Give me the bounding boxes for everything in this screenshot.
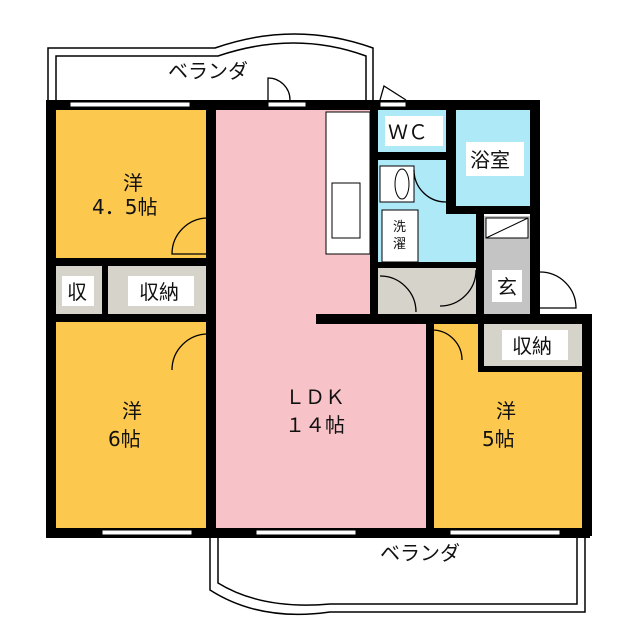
western-4-5-type: 洋 xyxy=(123,171,143,195)
storage-left-label: 収納 xyxy=(139,280,179,304)
western-6-size: 6帖 xyxy=(108,427,141,451)
western-5-type: 洋 xyxy=(496,399,516,423)
laundry-space xyxy=(381,209,419,263)
storage-right-label: 収納 xyxy=(512,334,552,358)
balcony-bottom xyxy=(209,535,586,616)
entrance-label: 玄 xyxy=(497,275,517,299)
kitchen-sink xyxy=(331,182,361,239)
wc-label: ＷＣ xyxy=(388,120,428,144)
laundry-label-1: 洗 xyxy=(393,220,406,235)
room-western-4-5 xyxy=(52,108,214,264)
western-6-type: 洋 xyxy=(122,399,142,423)
storage-small-label: 収 xyxy=(67,280,87,304)
balcony-bottom-label: ベランダ xyxy=(380,541,460,565)
shoe-cabinet xyxy=(485,217,529,239)
windows xyxy=(69,101,561,536)
western-5-size: 5帖 xyxy=(482,427,515,451)
basin-bowl xyxy=(394,168,410,200)
ldk-size: １４帖 xyxy=(285,413,345,437)
balcony-top xyxy=(47,33,374,100)
hallway xyxy=(374,266,482,316)
balcony-top-label: ベランダ xyxy=(168,59,248,83)
bath-label: 浴室 xyxy=(470,148,510,172)
room-western-6 xyxy=(52,318,214,532)
laundry-label-2: 濯 xyxy=(393,237,406,252)
ldk-label: ＬＤＫ xyxy=(285,385,345,409)
western-4-5-size: 4．5帖 xyxy=(92,195,157,219)
doors[interactable] xyxy=(171,77,577,371)
